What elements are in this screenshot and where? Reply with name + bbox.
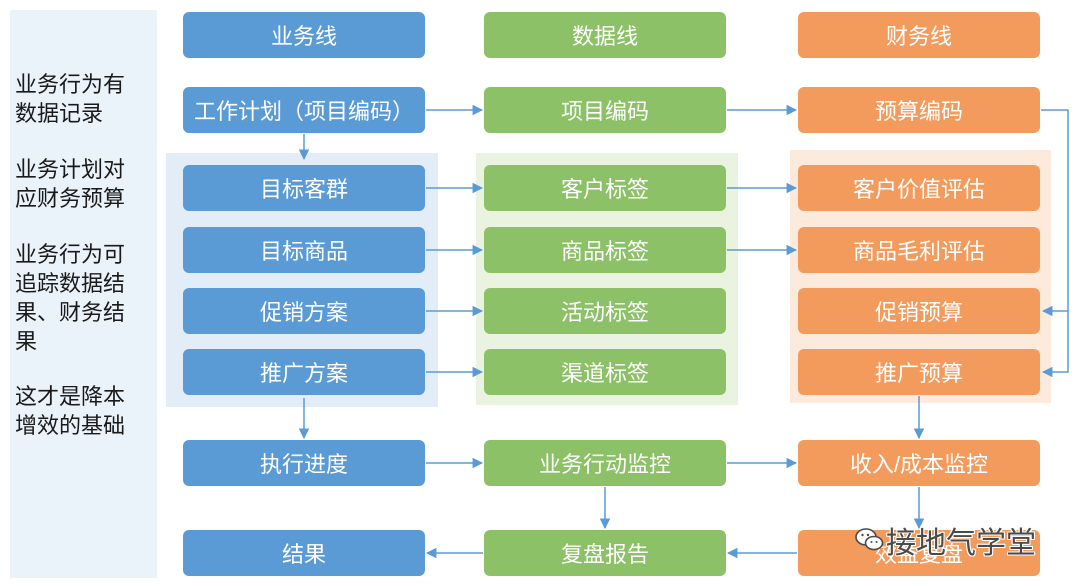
header-data-line: 数据线	[484, 12, 726, 58]
note-line: 数据记录	[15, 101, 104, 126]
header-finance-line: 财务线	[798, 12, 1040, 58]
finance-box-budget-code: 预算编码	[798, 87, 1040, 133]
note-data-record: 业务行为有 数据记录	[15, 70, 125, 128]
note-plan-budget: 业务计划对 应财务预算	[15, 155, 125, 213]
note-line: 追踪数据结	[15, 271, 126, 296]
data-box-business-action-monitor: 业务行动监控	[484, 440, 726, 486]
data-box-product-tag: 商品标签	[484, 227, 726, 273]
finance-box-promotion-budget: 促销预算	[798, 288, 1040, 334]
note-traceable-results: 业务行为可 追踪数据结 果、财务结 果	[15, 240, 125, 356]
note-line: 业务行为有	[15, 72, 126, 97]
watermark: 接地气学堂	[854, 520, 1036, 560]
data-box-channel-tag: 渠道标签	[484, 349, 726, 395]
finance-box-revenue-cost-monitor: 收入/成本监控	[798, 440, 1040, 486]
data-box-campaign-tag: 活动标签	[484, 288, 726, 334]
finance-box-marketing-budget: 推广预算	[798, 349, 1040, 395]
note-line: 果	[15, 329, 38, 354]
note-line: 增效的基础	[15, 413, 126, 438]
business-box-execution-progress: 执行进度	[183, 440, 425, 486]
note-line: 这才是降本	[15, 384, 126, 409]
header-business-line: 业务线	[183, 12, 425, 58]
finance-box-customer-value-assessment: 客户价值评估	[798, 165, 1040, 211]
watermark-text: 接地气学堂	[886, 527, 1036, 560]
notes-panel	[10, 10, 157, 578]
business-box-result: 结果	[183, 530, 425, 576]
note-line: 业务计划对	[15, 157, 126, 182]
note-line: 应财务预算	[15, 186, 126, 211]
note-line: 果、财务结	[15, 300, 126, 325]
note-line: 业务行为可	[15, 242, 126, 267]
finance-box-product-margin-assessment: 商品毛利评估	[798, 227, 1040, 273]
business-box-marketing-plan: 推广方案	[183, 349, 425, 395]
business-box-work-plan: 工作计划（项目编码）	[183, 87, 425, 133]
finance-box-benefit-review: 效益复盘	[798, 530, 1040, 576]
data-box-review-report: 复盘报告	[484, 530, 726, 576]
business-box-target-products: 目标商品	[183, 227, 425, 273]
data-box-project-code: 项目编码	[484, 87, 726, 133]
business-box-promotion-plan: 促销方案	[183, 288, 425, 334]
note-foundation: 这才是降本 增效的基础	[15, 382, 125, 440]
business-box-target-customers: 目标客群	[183, 165, 425, 211]
wechat-icon	[855, 528, 884, 551]
data-box-customer-tag: 客户标签	[484, 165, 726, 211]
